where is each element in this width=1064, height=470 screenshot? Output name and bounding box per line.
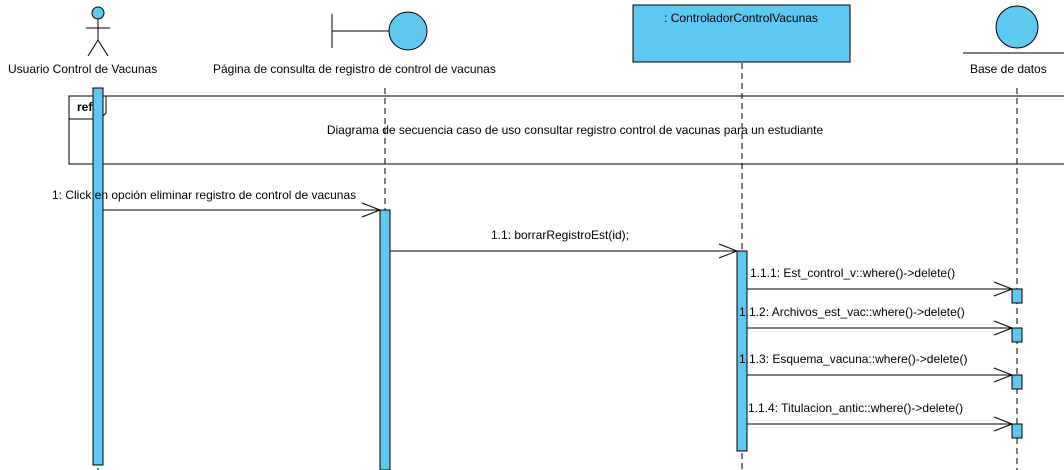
entity-activation-4: [1011, 423, 1023, 439]
message-1-label: 1: Click en opción eliminar registro de …: [52, 188, 356, 202]
message-1-1: 1.1: borrarRegistroEst(id);: [390, 228, 739, 259]
message-1-1-4: 1.1.4: Titulacion_antic::where()->delete…: [747, 401, 1014, 432]
actor-label: Usuario Control de Vacunas: [8, 62, 157, 76]
entity-icon: [963, 5, 1064, 54]
message-1: 1: Click en opción eliminar registro de …: [52, 188, 382, 218]
controller-label: : ControladorControlVacunas: [664, 11, 818, 25]
entity-activation-2: [1011, 327, 1023, 343]
message-1-1-2: 1.1.2: Archivos_est_vac::where()->delete…: [739, 305, 1014, 336]
message-1-1-4-label: 1.1.4: Titulacion_antic::where()->delete…: [748, 401, 963, 415]
boundary-activation: [379, 209, 391, 470]
actor-activation: [92, 87, 104, 466]
message-1-1-3-label: 1.1.3: Esquema_vacuna::where()->delete(): [739, 352, 967, 366]
ref-tag: ref: [77, 100, 93, 114]
entity-label: Base de datos: [970, 62, 1047, 76]
entity-activation-3: [1011, 374, 1023, 390]
message-1-1-1-label: 1.1.1: Est_control_v::where()->delete(): [750, 266, 955, 280]
ref-fragment: [68, 95, 1064, 165]
boundary-label: Página de consulta de registro de contro…: [213, 62, 496, 76]
message-1-1-2-label: 1.1.2: Archivos_est_vac::where()->delete…: [739, 305, 965, 319]
entity-activation-1: [1011, 288, 1023, 304]
message-1-1-1: 1.1.1: Est_control_v::where()->delete(): [747, 266, 1014, 297]
actor-icon: [86, 6, 110, 57]
message-1-1-3: 1.1.3: Esquema_vacuna::where()->delete(): [739, 352, 1014, 383]
message-1-1-label: 1.1: borrarRegistroEst(id);: [491, 228, 629, 242]
ref-text: Diagrama de secuencia caso de uso consul…: [327, 123, 824, 137]
controller-box: [632, 4, 851, 63]
control-activation: [736, 250, 748, 452]
boundary-icon: [331, 11, 428, 51]
